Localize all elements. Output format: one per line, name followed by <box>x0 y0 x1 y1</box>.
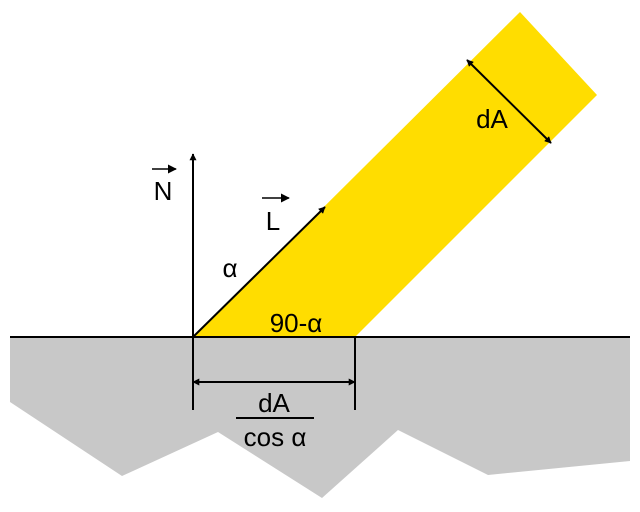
beam-width-arrow <box>466 59 552 144</box>
complement-angle-label: 90-α <box>270 308 323 338</box>
footprint-numerator: dA <box>258 388 290 418</box>
light-vector-arrow <box>192 206 326 338</box>
beam-width-label: dA <box>476 104 508 134</box>
angle-alpha-label: α <box>222 253 237 283</box>
light-vector-label: L <box>266 206 280 236</box>
normal-vector-label: N <box>154 176 173 206</box>
footprint-denominator: cos α <box>244 422 307 452</box>
light-beam <box>193 12 597 337</box>
ground-surface <box>10 337 630 498</box>
